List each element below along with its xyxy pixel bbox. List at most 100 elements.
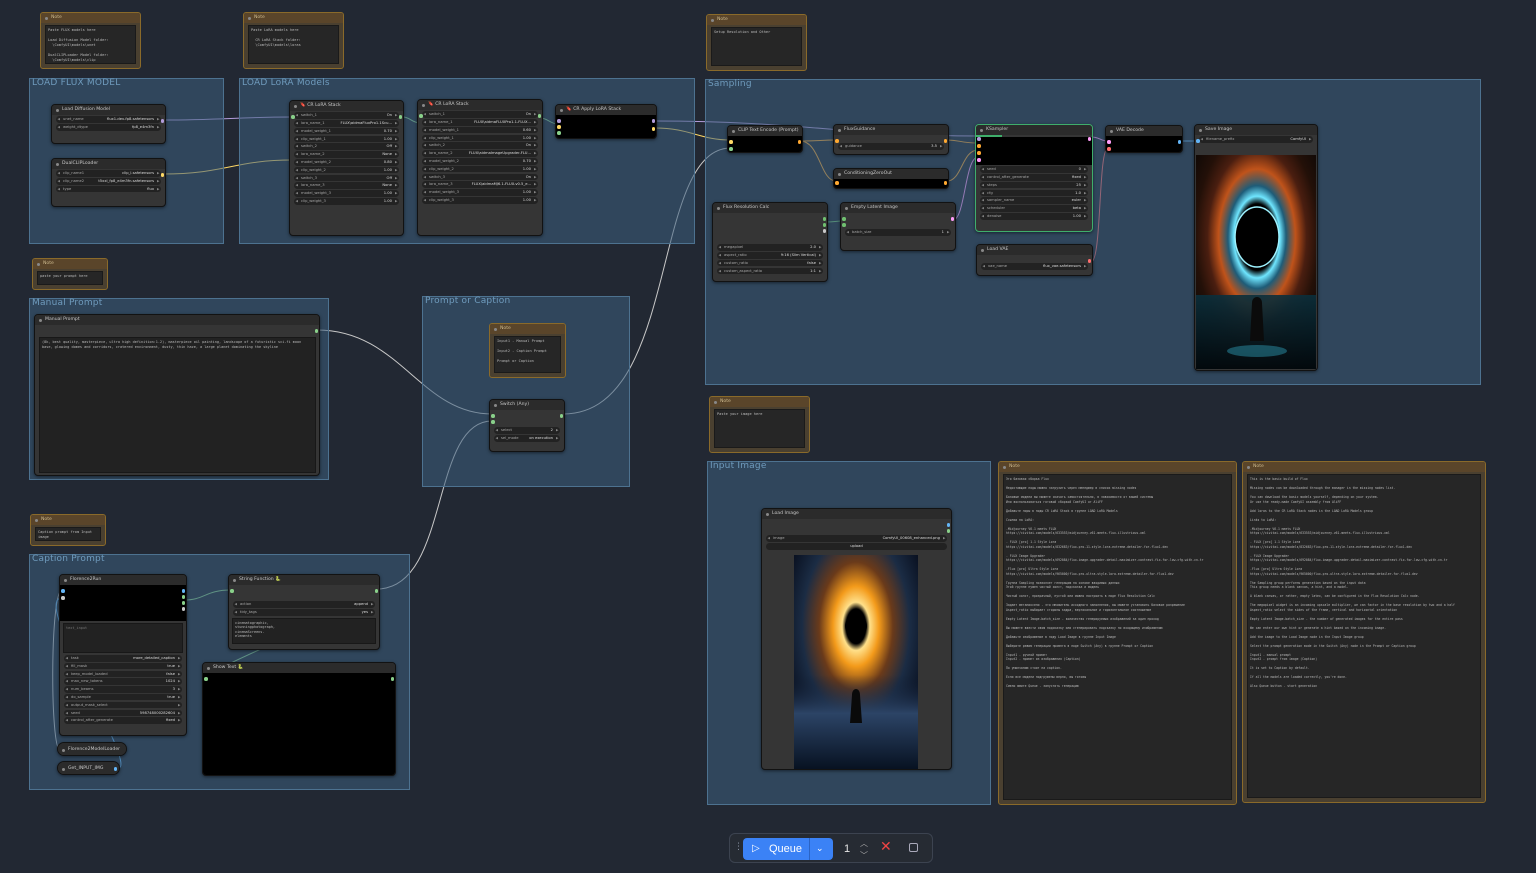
widget-switch-1[interactable]: switch_1On	[422, 111, 538, 118]
widget-model-weight-3[interactable]: model_weight_31.00	[294, 190, 399, 197]
output-port-width[interactable]	[822, 217, 826, 221]
input-port-images[interactable]	[1196, 139, 1200, 143]
output-port-string[interactable]	[314, 329, 318, 333]
node-vae-decode[interactable]: VAE Decode	[1105, 125, 1183, 153]
output-port-height[interactable]	[822, 223, 826, 227]
manual-prompt-textarea[interactable]: (8k, best quality, masterpiece, ultra hi…	[39, 337, 316, 473]
widget-clip-weight-3[interactable]: clip_weight_31.00	[422, 197, 538, 204]
florence-text-input[interactable]: text_input	[63, 623, 183, 653]
note-textarea[interactable]: Paste your image here	[714, 409, 805, 448]
note-textarea[interactable]: Caption prompt from Input image	[35, 527, 101, 541]
output-port-image[interactable]	[1177, 140, 1181, 144]
output-port-model[interactable]	[651, 119, 655, 123]
note-instructions-en[interactable]: Note This is the basic build of Flux Mis…	[1242, 461, 1486, 803]
node-cr-lora-stack-1[interactable]: 🔖 CR LoRA Stack switch_1Onlora_name_1FLU…	[289, 100, 404, 236]
node-load-image[interactable]: Load Image imageComfyUI_00608_enhanced.p…	[761, 508, 952, 770]
note-setup-resolution[interactable]: Note Setup Resolution and Other	[706, 14, 807, 71]
increment-icon[interactable]: ︿	[860, 839, 868, 848]
drag-handle-icon[interactable]: ⋮	[734, 842, 743, 852]
output-port-string[interactable]	[390, 677, 394, 681]
input-port-width[interactable]	[842, 217, 846, 221]
node-show-text[interactable]: Show Text 🐍	[202, 662, 396, 776]
output-port-caption[interactable]	[181, 601, 185, 605]
widget-model-weight-1[interactable]: model_weight_10.70	[294, 127, 399, 135]
widget-clip-weight-3[interactable]: clip_weight_31.00	[294, 198, 399, 205]
input-port-model[interactable]	[557, 119, 561, 123]
output-port-mask[interactable]	[181, 595, 185, 599]
note-textarea[interactable]: Setup Resolution and Other	[711, 27, 802, 66]
note-textarea[interactable]: Paste FLUX models here Load Diffusion Mo…	[45, 25, 136, 64]
input-port-height[interactable]	[842, 223, 846, 227]
widget-switch-1[interactable]: switch_1On	[294, 112, 399, 119]
stop-icon[interactable]	[909, 843, 918, 852]
input-port-model[interactable]	[61, 596, 65, 600]
generated-image-preview[interactable]	[1196, 155, 1316, 369]
input-image-preview[interactable]	[794, 555, 918, 769]
note-paste-image[interactable]: Note Paste your image here	[709, 396, 810, 453]
widget-lora-name-2[interactable]: lora_name_2FLUX\aidmaImageUpgrader-FLU..…	[422, 150, 538, 157]
output-port-any[interactable]	[559, 414, 563, 418]
widget-clip-weight-1[interactable]: clip_weight_11.00	[422, 134, 538, 142]
input-port-positive[interactable]	[977, 144, 981, 148]
input-port-input1[interactable]	[491, 414, 495, 418]
input-port-image[interactable]	[61, 589, 65, 593]
note-instructions-ru[interactable]: Note Это базовая сборка Flux Недостающие…	[998, 461, 1237, 805]
node-string-function[interactable]: String Function 🐍 actionappendtidy_tagsy…	[228, 574, 380, 650]
widget-model-weight-3[interactable]: model_weight_31.00	[422, 189, 538, 196]
input-port-conditioning[interactable]	[835, 139, 839, 143]
input-port-lora-stack[interactable]	[557, 131, 561, 135]
input-port-text[interactable]	[204, 677, 208, 681]
output-port-lora-stack[interactable]	[398, 115, 402, 119]
output-port-clip[interactable]	[160, 173, 164, 177]
node-cr-apply-lora-stack[interactable]: 🔖 CR Apply LoRA Stack	[555, 104, 657, 139]
output-port-image[interactable]	[113, 767, 117, 771]
input-port-model[interactable]	[977, 137, 981, 141]
string-function-text[interactable]: cinematographic, stunningphotograph, cin…	[232, 617, 376, 644]
widget-lora-name-3[interactable]: lora_name_3FLUX\aidmaMJ6.1-FLUX-v0.5_e..…	[422, 181, 538, 188]
note-textarea[interactable]: paste your prompt here	[37, 271, 103, 285]
output-port-string[interactable]	[374, 589, 378, 593]
cancel-icon[interactable]: ✕	[880, 839, 892, 855]
output-port-latent[interactable]	[1087, 137, 1091, 141]
output-port-image[interactable]	[946, 523, 950, 527]
output-port-lora-stack[interactable]	[537, 114, 541, 118]
node-florence2-run[interactable]: Florence2Run text_input taskmore_detaile…	[59, 574, 187, 736]
node-clip-text-encode[interactable]: CLIP Text Encode (Prompt)	[727, 125, 803, 153]
input-port-clip[interactable]	[557, 125, 561, 129]
note-lora-models[interactable]: Note Paste LoRA models here CR LoRA Stac…	[243, 12, 344, 69]
node-get-input-img[interactable]: Get_INPUT_IMG	[57, 761, 120, 775]
output-port-image[interactable]	[181, 589, 185, 593]
input-port-text[interactable]	[729, 147, 733, 151]
input-port-lora-stack[interactable]	[291, 115, 295, 119]
widget-switch-3[interactable]: switch_3On	[422, 173, 538, 181]
note-textarea[interactable]: Это базовая сборка Flux Недостающие ноды…	[1003, 474, 1232, 800]
input-port-negative[interactable]	[977, 151, 981, 155]
queue-button[interactable]: ▷ Queue ⌄	[743, 838, 833, 860]
